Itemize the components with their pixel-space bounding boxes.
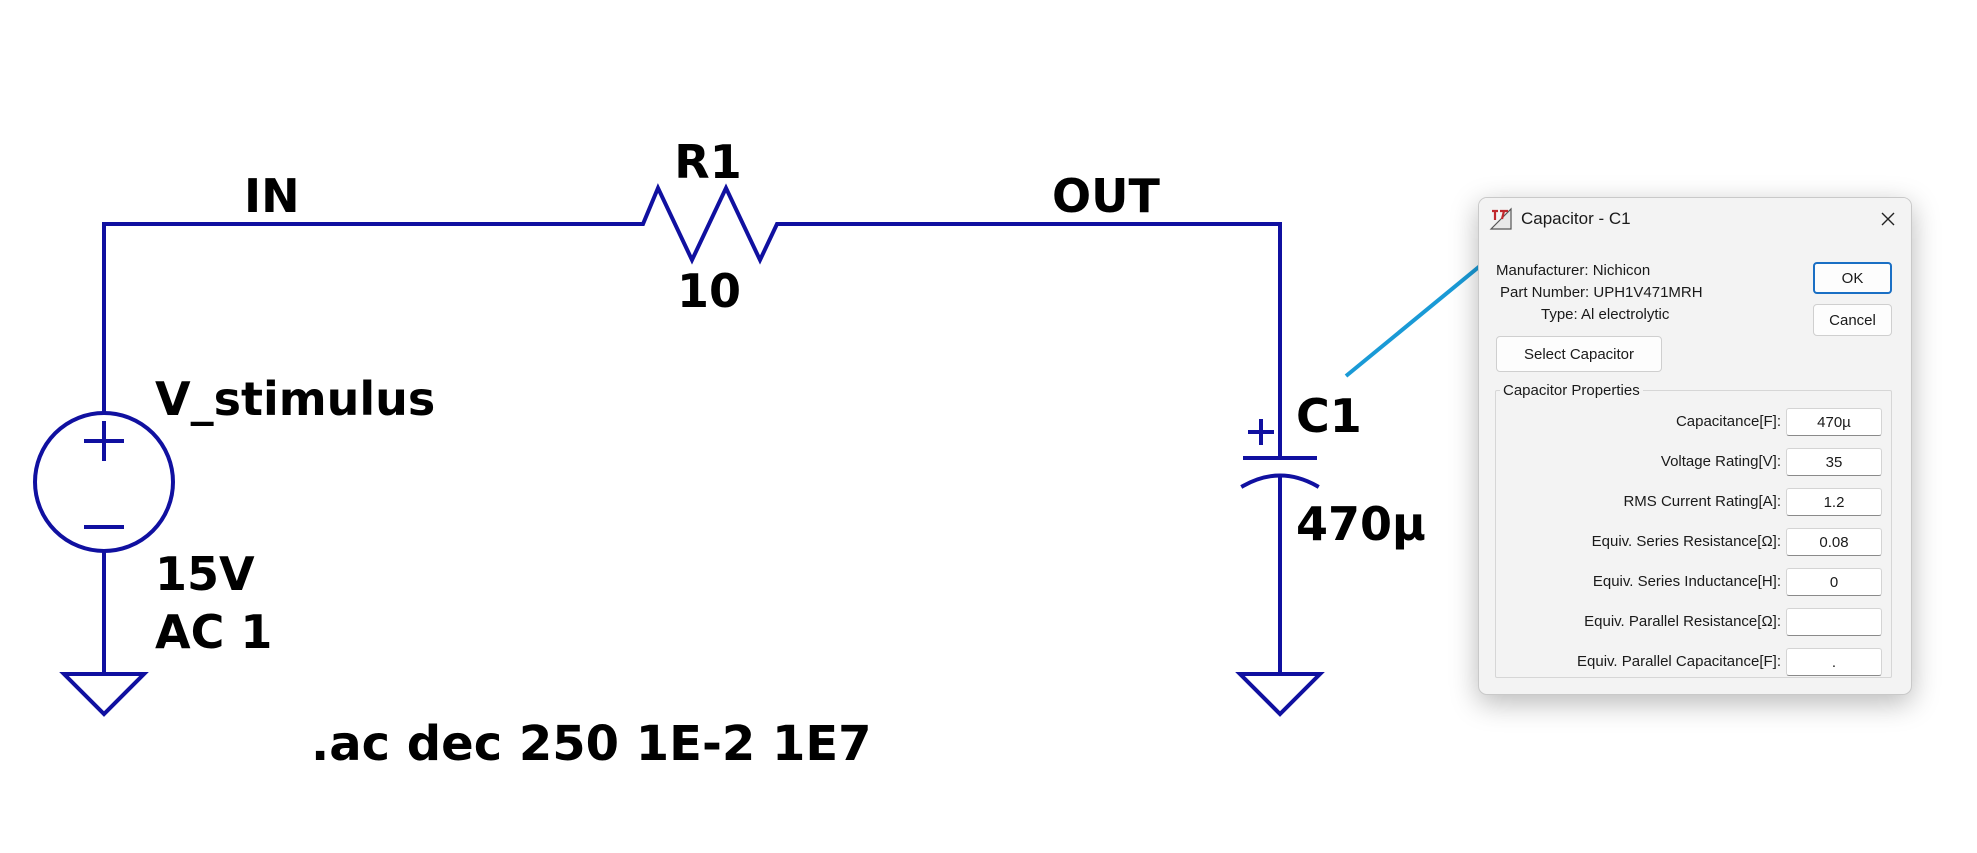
epr-label: Equiv. Parallel Resistance[Ω]:	[1584, 613, 1781, 630]
ground-left[interactable]	[59, 672, 149, 717]
source-name: V_stimulus	[155, 372, 435, 426]
resistor-name: R1	[674, 135, 741, 189]
prop-row-voltage: Voltage Rating[V]:	[1496, 447, 1893, 477]
epc-label: Equiv. Parallel Capacitance[F]:	[1577, 653, 1781, 670]
type-text: Type: Al electrolytic	[1541, 306, 1670, 323]
source-value: 15V	[155, 547, 255, 601]
voltage-rating-label: Voltage Rating[V]:	[1660, 453, 1781, 470]
close-icon	[1881, 212, 1895, 226]
close-button[interactable]	[1865, 198, 1911, 240]
prop-row-epr: Equiv. Parallel Resistance[Ω]:	[1496, 607, 1893, 637]
esl-input[interactable]	[1786, 568, 1882, 596]
manufacturer-text: Manufacturer: Nichicon	[1496, 262, 1651, 279]
capacitor-name: C1	[1296, 389, 1362, 443]
esr-input[interactable]	[1786, 528, 1882, 556]
capacitance-input[interactable]	[1786, 408, 1882, 436]
rms-current-input[interactable]	[1786, 488, 1882, 516]
spice-directive[interactable]: .ac dec 250 1E-2 1E7	[311, 716, 872, 772]
capacitor-dialog: Capacitor - C1 Manufacturer: Nichicon Pa…	[1478, 197, 1912, 695]
wire-out[interactable]	[786, 222, 1282, 460]
resistor-value: 10	[677, 264, 741, 318]
ground-right[interactable]	[1235, 672, 1325, 717]
select-capacitor-button[interactable]: Select Capacitor	[1496, 336, 1662, 372]
dialog-titlebar[interactable]: Capacitor - C1	[1479, 198, 1911, 240]
cancel-button[interactable]: Cancel	[1813, 304, 1892, 336]
resistor-r1-symbol[interactable]	[628, 183, 790, 265]
capacitor-value: 470µ	[1296, 497, 1426, 551]
wire-in[interactable]	[102, 222, 632, 415]
prop-row-rms-current: RMS Current Rating[A]:	[1496, 487, 1893, 517]
rms-current-label: RMS Current Rating[A]:	[1623, 493, 1781, 510]
epr-input[interactable]	[1786, 608, 1882, 636]
prop-row-capacitance: Capacitance[F]:	[1496, 407, 1893, 437]
capacitance-label: Capacitance[F]:	[1675, 413, 1781, 430]
prop-row-epc: Equiv. Parallel Capacitance[F]:	[1496, 647, 1893, 677]
esr-label: Equiv. Series Resistance[Ω]:	[1591, 533, 1781, 550]
esl-label: Equiv. Series Inductance[H]:	[1592, 573, 1781, 590]
source-ac: AC 1	[155, 605, 272, 659]
net-label-out: OUT	[1052, 169, 1160, 223]
dialog-title: Capacitor - C1	[1521, 209, 1631, 228]
voltage-rating-input[interactable]	[1786, 448, 1882, 476]
ltspice-icon	[1489, 207, 1512, 230]
capacitor-properties-group: Capacitor Properties Capacitance[F]: Vol…	[1495, 382, 1892, 678]
group-label: Capacitor Properties	[1503, 382, 1640, 399]
prop-row-esr: Equiv. Series Resistance[Ω]:	[1496, 527, 1893, 557]
epc-input[interactable]	[1786, 648, 1882, 676]
part-number-text: Part Number: UPH1V471MRH	[1500, 284, 1703, 301]
prop-row-esl: Equiv. Series Inductance[H]:	[1496, 567, 1893, 597]
net-label-in: IN	[244, 169, 300, 223]
ok-button[interactable]: OK	[1813, 262, 1892, 294]
